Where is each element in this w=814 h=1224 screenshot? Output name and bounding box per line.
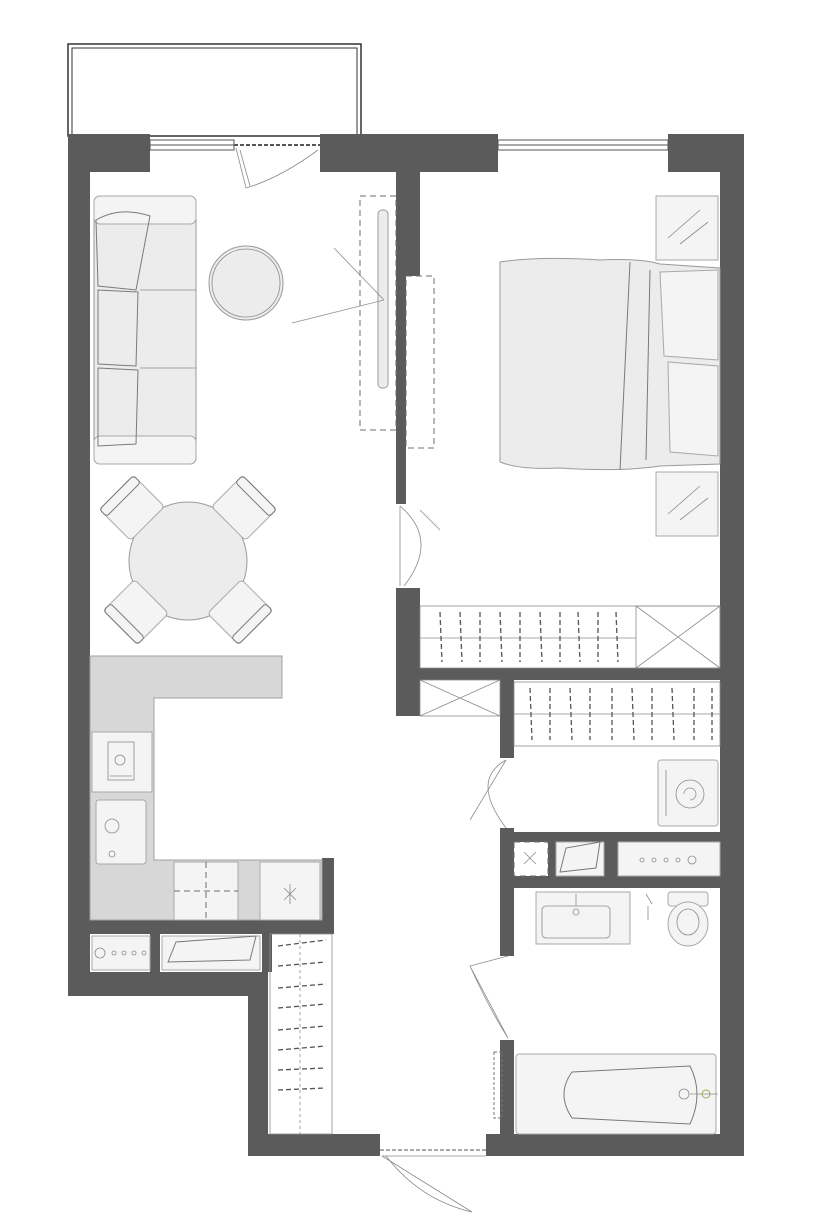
wardrobe-shelves [269, 933, 333, 1135]
bedroom-door [399, 505, 441, 587]
windows [149, 139, 669, 151]
washbasin [535, 891, 631, 945]
utility-cabinet [555, 841, 605, 877]
toilet [645, 891, 709, 947]
kitchen-counter [89, 655, 323, 921]
tv-panel [291, 195, 435, 449]
oven [91, 935, 151, 971]
hob [173, 861, 239, 921]
dining-chairs [100, 476, 276, 644]
nightstand [655, 195, 719, 261]
fridge [259, 861, 321, 921]
dining-chair [100, 476, 164, 540]
balcony-door [234, 144, 320, 189]
boiler [617, 841, 721, 877]
balcony [67, 43, 362, 137]
entrance-door [380, 1149, 486, 1213]
bathtub [515, 1053, 718, 1135]
shaft [513, 841, 549, 877]
bath-sliding-door [493, 1051, 503, 1119]
sink [95, 799, 147, 865]
washing-machine [657, 759, 719, 827]
nightstand [655, 471, 719, 537]
wardrobe-shelves [419, 679, 721, 747]
sofa [93, 195, 197, 465]
laundry-door [469, 759, 507, 829]
wardrobe-shelves [419, 605, 721, 669]
round-coffee-table [208, 245, 284, 321]
dining-chair [104, 580, 168, 644]
bed [499, 257, 721, 471]
kitchen-appliance [91, 731, 153, 793]
dining-chair [208, 580, 272, 644]
dining-table [128, 501, 248, 621]
dining-chair [212, 476, 276, 540]
bathroom-door [469, 955, 509, 1039]
walls [68, 134, 744, 1156]
kitchen-cabinet [161, 935, 261, 971]
